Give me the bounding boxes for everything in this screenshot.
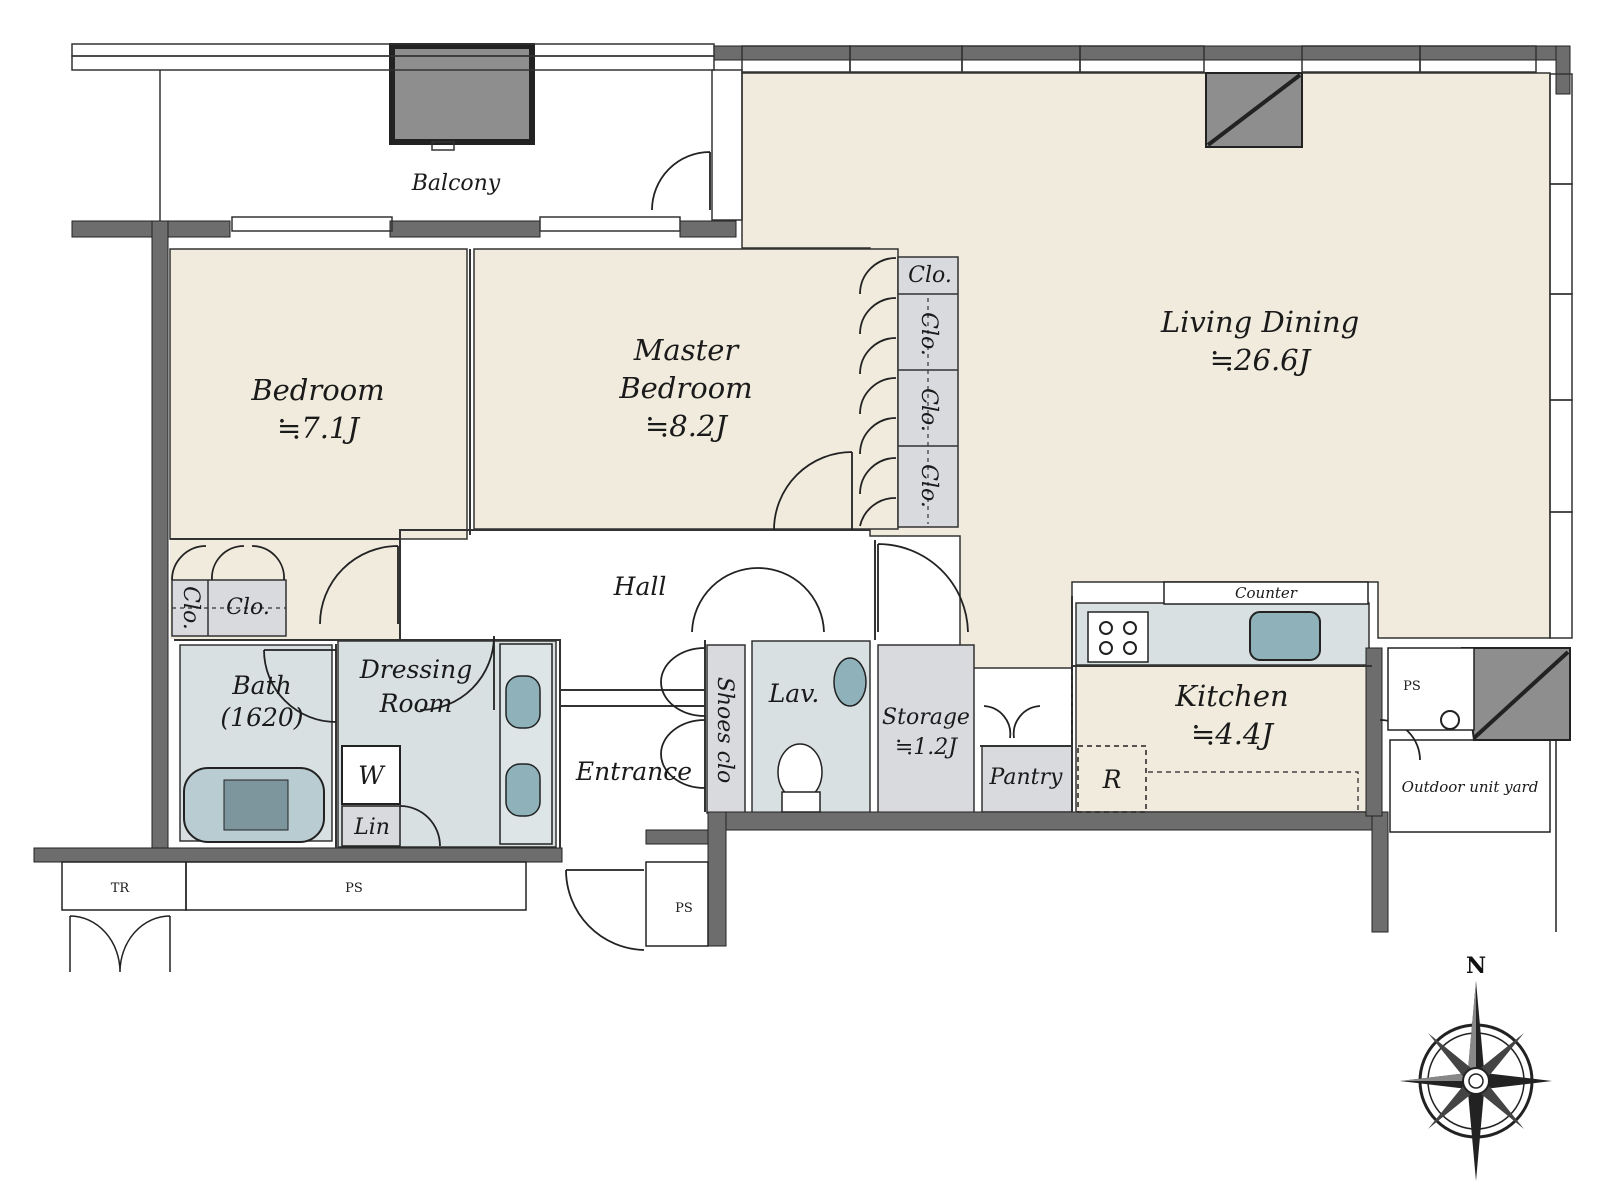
pantry-floor [981, 745, 1073, 813]
columns [389, 43, 1571, 741]
fixtures [61, 293, 1557, 973]
pipe-space-label-2: PS [675, 901, 693, 916]
pantry-label: Pantry [989, 765, 1063, 790]
compass-north-label: N [1466, 953, 1486, 979]
entrance-label: Entrance [575, 757, 692, 786]
living-dining-name: Living Dining [1160, 305, 1359, 339]
windows [231, 45, 1573, 639]
dressing-room-line1: Dressing [359, 655, 473, 684]
pipe-space-label-3: PS [1403, 679, 1421, 694]
labels: Balcony Bedroom ≒7.1J Master Bedroom ≒8.… [111, 171, 1539, 916]
yard-door [1379, 719, 1421, 761]
master-bedroom-door [773, 451, 853, 531]
pantry-doors [983, 705, 1041, 739]
balcony-door [651, 151, 711, 211]
dressing-door [419, 635, 495, 711]
stove [1087, 611, 1149, 663]
master-closet-doors [859, 257, 897, 527]
living-door [877, 543, 969, 633]
bath-size: (1620) [220, 703, 303, 732]
refrigerator-label: R [1102, 765, 1122, 794]
master-closet-top-label: Clo. [908, 263, 952, 288]
kitchen-area: ≒4.4J [1191, 717, 1274, 751]
lavatory-label: Lav. [768, 679, 820, 708]
pipe-space-label-1: PS [345, 881, 363, 896]
linen-door [399, 805, 441, 847]
balcony-label: Balcony [411, 171, 501, 196]
corner-column [1460, 647, 1571, 741]
kitchen-sink [1249, 611, 1321, 661]
master-closet-label-2: Clo. [916, 388, 941, 432]
living-dining-area: ≒26.6J [1210, 343, 1312, 377]
doors [171, 151, 1421, 951]
refrigerator [1077, 745, 1147, 813]
master-bedroom-floor [473, 248, 899, 530]
storage-floor [877, 644, 975, 814]
trunk-room-label: TR [111, 881, 131, 896]
basin-upper [505, 675, 541, 729]
floor-fills [169, 72, 1551, 848]
basin-lower [505, 763, 541, 817]
balcony-area [71, 43, 743, 221]
washer-label: W [358, 761, 386, 790]
linen-shelf [341, 805, 401, 847]
master-closet-label-1: Clo. [916, 312, 941, 356]
entrance-door [565, 869, 645, 951]
bath-name: Bath [231, 671, 291, 700]
bedroom-door [319, 545, 399, 625]
shoes-closet-label: Shoes clo [712, 677, 737, 783]
shoes-closet-doors [660, 647, 706, 789]
outdoor-unit-yard-label: Outdoor unit yard [1402, 778, 1539, 796]
master-bedroom-name-2: Bedroom [618, 371, 752, 405]
master-bedroom-area: ≒8.2J [645, 409, 728, 443]
bath-door [263, 649, 337, 723]
storage-name: Storage [882, 705, 970, 730]
dressing-room-line2: Room [379, 689, 453, 718]
partitions [170, 249, 1372, 848]
kitchen-name: Kitchen [1174, 679, 1288, 713]
hall-label: Hall [613, 572, 667, 601]
bedroom-closet-doors [171, 545, 285, 581]
linen-label: Lin [353, 815, 390, 840]
counter-label: Counter [1235, 584, 1298, 602]
storage-area: ≒1.2J [895, 735, 958, 760]
master-closet-label-3: Clo. [916, 464, 941, 508]
bedroom-name: Bedroom [250, 373, 384, 407]
washer [341, 745, 401, 805]
compass-rose: N [1400, 953, 1552, 1181]
bedroom-floor [169, 248, 468, 540]
master-bedroom-name-1: Master [633, 333, 741, 367]
bedroom-closet-label-1: Clo. [178, 586, 203, 630]
hall-double-door [691, 567, 825, 633]
lav-basin [833, 657, 867, 707]
balcony-column [389, 43, 535, 145]
bedroom-closet-label-2: Clo. [226, 595, 270, 620]
bedroom-area: ≒7.1J [277, 411, 360, 445]
kitchen-floor [1075, 665, 1372, 813]
walls [33, 45, 1571, 947]
